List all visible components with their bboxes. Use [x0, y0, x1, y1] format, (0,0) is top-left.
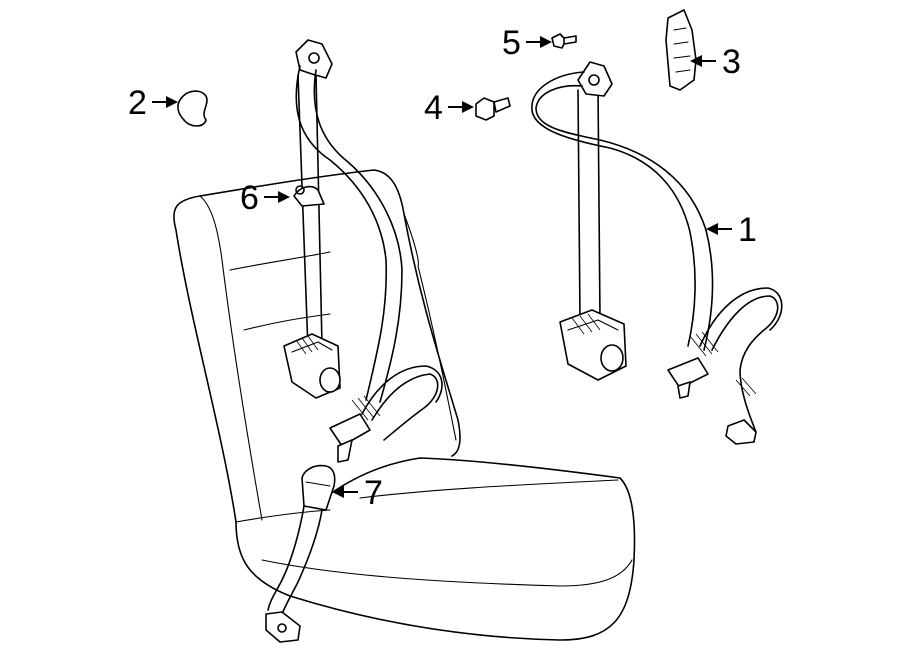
part-3-bracket-shape	[665, 9, 697, 91]
left-retractor-assembly	[283, 39, 443, 463]
callout-5: 5	[502, 24, 521, 62]
callout-4: 4	[424, 89, 443, 127]
callout-arrows	[152, 36, 732, 498]
part-6-guide-clip-shape	[293, 185, 325, 207]
callout-7: 7	[364, 474, 383, 512]
right-belt-assembly	[531, 61, 783, 445]
callout-3: 3	[722, 43, 741, 81]
callout-6: 6	[240, 179, 259, 217]
part-2-knob-shape	[177, 90, 208, 127]
part-5-screw-shape	[551, 33, 577, 49]
callout-1: 1	[738, 211, 757, 249]
seat-illustration	[173, 169, 636, 641]
part-4-bolt-shape	[475, 97, 511, 121]
buckle-assembly	[265, 464, 336, 643]
callout-2: 2	[128, 84, 147, 122]
